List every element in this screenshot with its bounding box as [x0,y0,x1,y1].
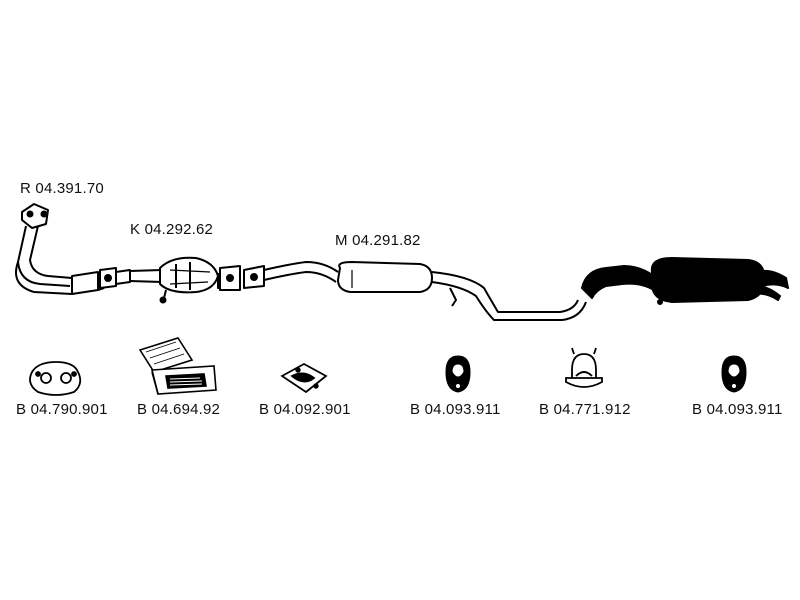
catalyst-label: K 04.292.62 [130,221,214,238]
rubber-mount-icon [445,355,471,393]
part-label: B 04.092.901 [259,401,351,418]
part-label: B 04.771.912 [539,401,631,418]
gasket-icon [29,361,82,396]
pipe-clamp-icon [565,347,603,388]
fitting-kit-box-icon [138,337,217,395]
flange-gasket-icon [280,362,328,394]
catalyst-part [115,256,241,304]
rear-silencer-part [581,257,789,305]
part-label: B 04.093.911 [410,401,501,418]
part-label: B 04.790.901 [16,401,108,418]
part-label: B 04.093.911 [692,401,783,418]
middle-silencer-part [243,261,587,321]
part-label: B 04.694.92 [137,401,221,418]
front-pipe-part [15,203,117,295]
front-pipe-label: R 04.391.70 [20,180,104,197]
rubber-mount-icon [721,355,747,393]
middle-silencer-label: M 04.291.82 [335,232,421,249]
